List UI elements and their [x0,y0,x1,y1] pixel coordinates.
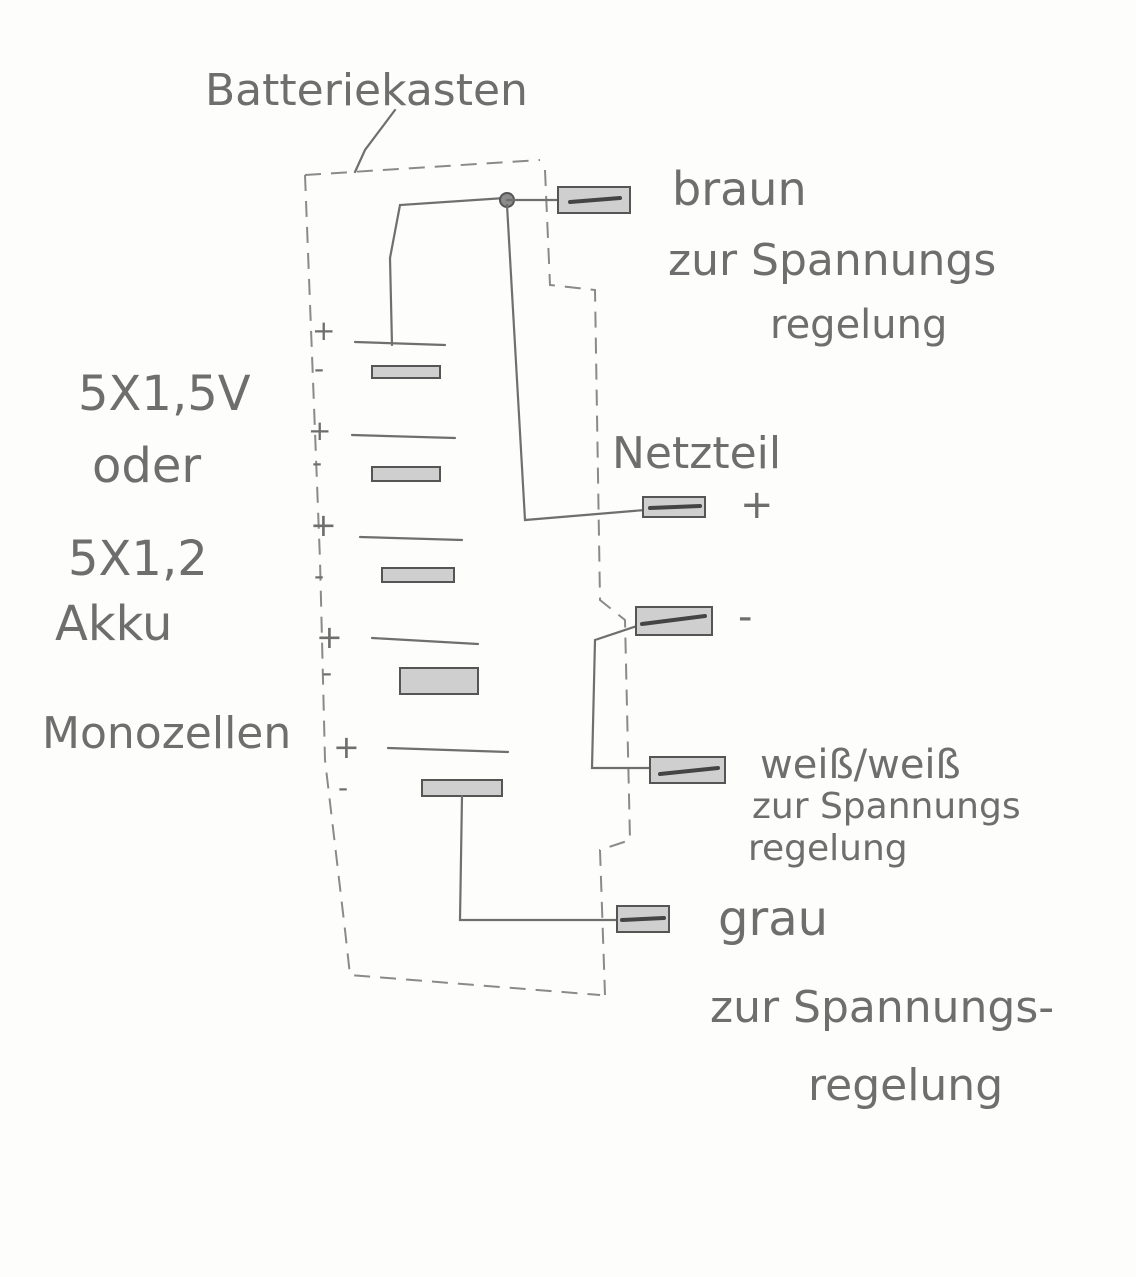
cell-3-minus: - [314,559,324,592]
cells-line-5: Monozellen [42,708,291,759]
cell-4-plus: + [316,618,343,656]
white-wire-note-1: zur Spannungs [752,786,1021,827]
grey-wire-name: grau [718,891,828,947]
cells-line-2: oder [92,438,201,494]
cells-line-3: 5X1,2 [68,531,208,587]
output-terminals [557,186,726,933]
box-title-leader [353,108,397,174]
psu-name: Netzteil [612,428,781,479]
cell-4-minus: - [322,656,332,689]
cell-5-minus: - [338,771,348,804]
cell-1 [353,340,447,379]
cell-5-plus: + [333,728,360,766]
cells-line-4: Akku [55,596,172,652]
grey-wire-note-2: regelung [808,1060,1003,1111]
psu-label: Netzteil + - [612,428,781,640]
brown-wire-label: braun zur Spannungs regelung [668,162,996,348]
cell-4 [370,636,480,695]
battery-box-outline [304,159,632,996]
cell-2-plus: + [308,414,331,447]
grey-wire-note-1: zur Spannungs- [710,982,1054,1033]
cell-1-minus: - [314,352,324,385]
white-wire-label: weiß/weiß zur Spannungs regelung [748,742,1021,869]
wiring [388,192,652,922]
white-wire-name: weiß/weiß [760,742,961,788]
grey-wire-label: grau zur Spannungs- regelung [710,891,1054,1111]
cell-3-plus: + [310,506,337,544]
cell-3 [358,535,464,583]
brown-wire-note-2: regelung [770,302,947,348]
polarity-signs: + - + - + - + - + - [308,314,360,804]
psu-minus: - [738,594,752,640]
brown-wire-name: braun [672,162,807,216]
cell-5 [386,746,510,797]
cell-description: 5X1,5V oder 5X1,2 Akku Monozellen [42,366,291,759]
cell-2-minus: - [312,446,322,479]
cell-2 [350,433,457,482]
battery-cells [350,340,510,797]
psu-plus: + [740,482,774,528]
white-wire-note-2: regelung [748,828,908,869]
box-title: Batteriekasten [205,65,528,116]
cells-line-1: 5X1,5V [78,366,251,422]
brown-wire-note-1: zur Spannungs [668,235,996,286]
cell-1-plus: + [312,314,335,347]
